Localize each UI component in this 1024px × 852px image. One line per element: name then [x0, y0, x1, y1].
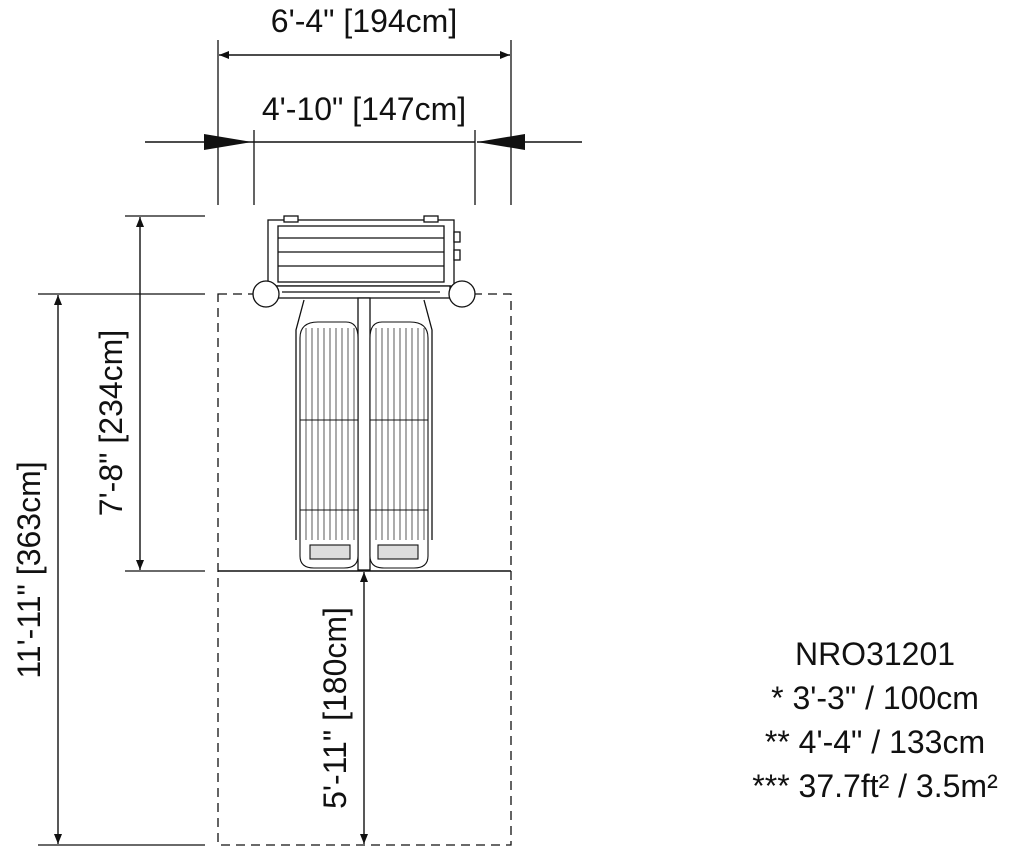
overall-width-label: 6'-4" [194cm] [271, 3, 457, 39]
equipment-width-label: 4'-10" [147cm] [262, 91, 466, 127]
slide-lane-left [299, 321, 359, 569]
use-zone-outline [217, 293, 512, 846]
platform-box [267, 219, 455, 287]
model-legend: NRO31201 * 3'-3" / 100cm ** 4'-4" / 133c… [740, 632, 1010, 808]
right-post-cap [448, 280, 476, 308]
legend-line-1: * 3'-3" / 100cm [771, 680, 979, 716]
legend-line-3: *** 37.7ft² / 3.5m² [752, 768, 998, 804]
left-post-cap [252, 280, 280, 308]
model-number: NRO31201 [794, 636, 956, 672]
overall-length-label: 11'-11" [363cm] [11, 461, 47, 678]
legend-line-2: ** 4'-4" / 133cm [764, 724, 986, 760]
clearance-length-label: 5'-11" [180cm] [317, 607, 353, 809]
slide-lane-right [369, 321, 429, 569]
arrowhead [204, 134, 252, 150]
equipment-top-view [252, 215, 476, 571]
slide-lanes [299, 321, 429, 569]
equipment-length-label: 7'-8" [234cm] [93, 330, 129, 516]
arrowhead [477, 134, 525, 150]
